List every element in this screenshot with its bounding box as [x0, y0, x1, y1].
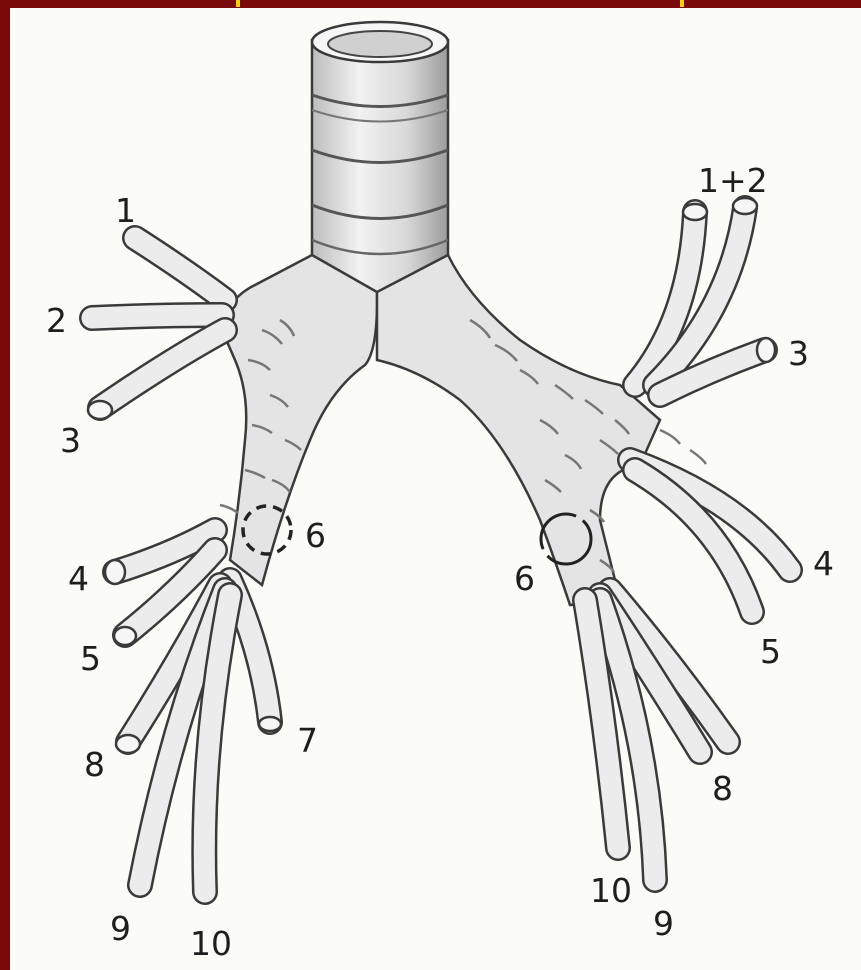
label-l5: 5 — [760, 632, 781, 671]
label-l9: 9 — [653, 904, 674, 943]
label-r7: 7 — [297, 721, 318, 760]
label-r6: 6 — [305, 516, 326, 555]
label-r2: 2 — [46, 301, 67, 340]
label-l3: 3 — [788, 334, 809, 373]
label-r5: 5 — [80, 639, 101, 678]
trachea — [312, 22, 448, 292]
label-r9: 9 — [110, 909, 131, 948]
label-r8: 8 — [84, 745, 105, 784]
label-l10: 10 — [590, 871, 632, 910]
label-l8: 8 — [712, 769, 733, 808]
label-r4: 4 — [68, 559, 89, 598]
label-l4: 4 — [813, 544, 834, 583]
main-bronchi — [222, 255, 660, 605]
label-r3: 3 — [60, 421, 81, 460]
label-r10: 10 — [190, 924, 232, 963]
label-l6: 6 — [514, 559, 535, 598]
label-l1-2: 1+2 — [698, 161, 768, 200]
label-r1: 1 — [115, 191, 136, 230]
left-branches — [585, 208, 790, 880]
